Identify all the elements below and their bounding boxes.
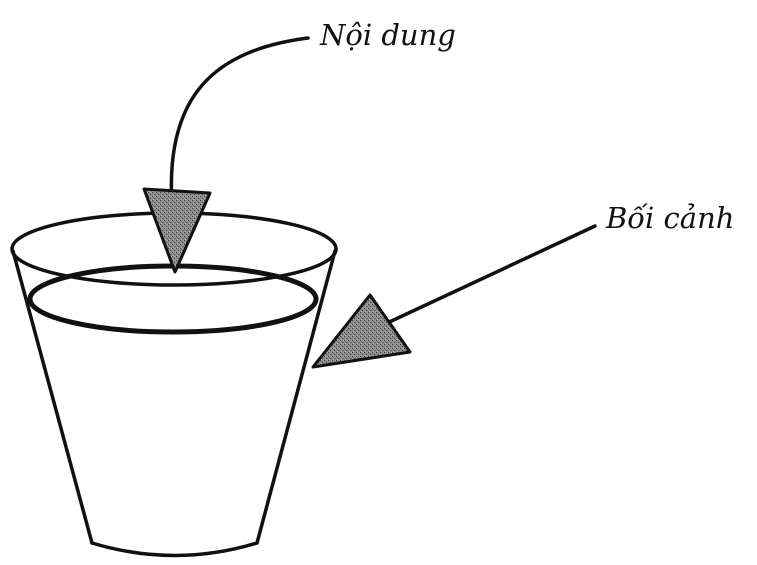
content-arrow-shaft [171,38,308,205]
context-arrow-shaft [385,226,595,324]
content-arrow [144,38,308,272]
context-arrowhead [313,295,410,367]
cup-left-wall [13,251,92,543]
context-label: Bối cảnh [605,201,734,235]
liquid-surface [30,266,316,332]
content-label: Nội dung [319,18,456,52]
cup-bottom [92,543,257,556]
cup-right-wall [257,251,335,543]
content-arrowhead [144,189,210,272]
context-arrow [313,226,595,367]
